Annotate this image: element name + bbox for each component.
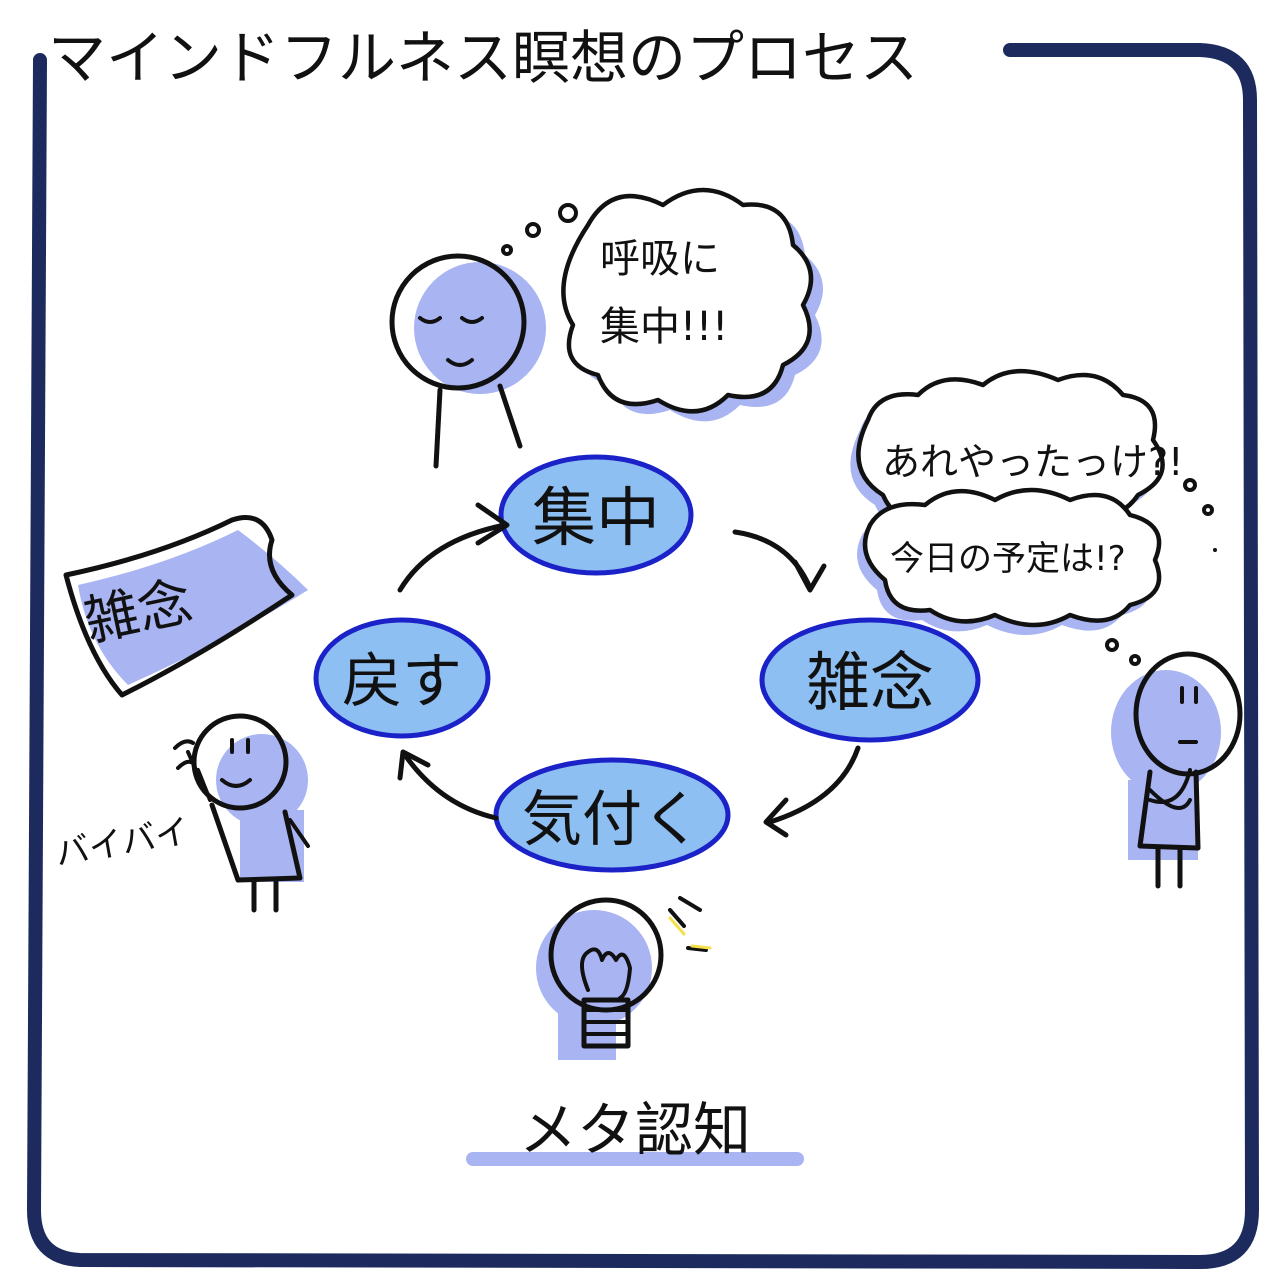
node-label: 集中: [532, 482, 660, 556]
thought-bubble-breath: 呼吸に 集中!!!: [561, 187, 823, 422]
node-label: 戻す: [342, 647, 462, 717]
arrow-notice-to-return: [397, 749, 499, 821]
node-notice: 気付く: [493, 757, 731, 873]
bubble-text: あれやったっけ?!: [882, 440, 1183, 484]
page-title: マインドフルネス瞑想のプロセス: [48, 24, 918, 92]
arrow-distraction-to-notice: [763, 745, 861, 838]
lightbulb-icon: [536, 896, 712, 1060]
bye-text: バイバイ: [52, 811, 192, 874]
bubble-text: 集中!!!: [600, 304, 728, 350]
thought-bubble-distraction-2: 今日の予定は!?: [857, 487, 1162, 635]
node-label: 雑念: [806, 647, 934, 721]
node-focus: 集中: [498, 454, 694, 576]
person-waving-icon: バイバイ: [52, 713, 310, 913]
arrow-return-to-focus: [397, 502, 510, 593]
metacognition-text: メタ認知: [519, 1096, 751, 1164]
node-distraction: 雑念: [759, 617, 981, 743]
thought-dots-right: [1105, 478, 1217, 666]
node-label: 気付く: [522, 785, 702, 855]
person-thinking-icon: [1111, 651, 1243, 889]
frame: [27, 43, 1259, 1269]
bubble-text: 呼吸に: [600, 236, 720, 282]
arrow-focus-to-distraction: [732, 529, 827, 593]
paper-note-icon: 雑念: [63, 515, 308, 698]
bubble-text: 今日の予定は!?: [890, 539, 1126, 579]
metacognition-label: メタ認知: [466, 1096, 804, 1166]
node-return: 戻す: [313, 617, 491, 739]
person-meditating-icon: [389, 203, 578, 469]
